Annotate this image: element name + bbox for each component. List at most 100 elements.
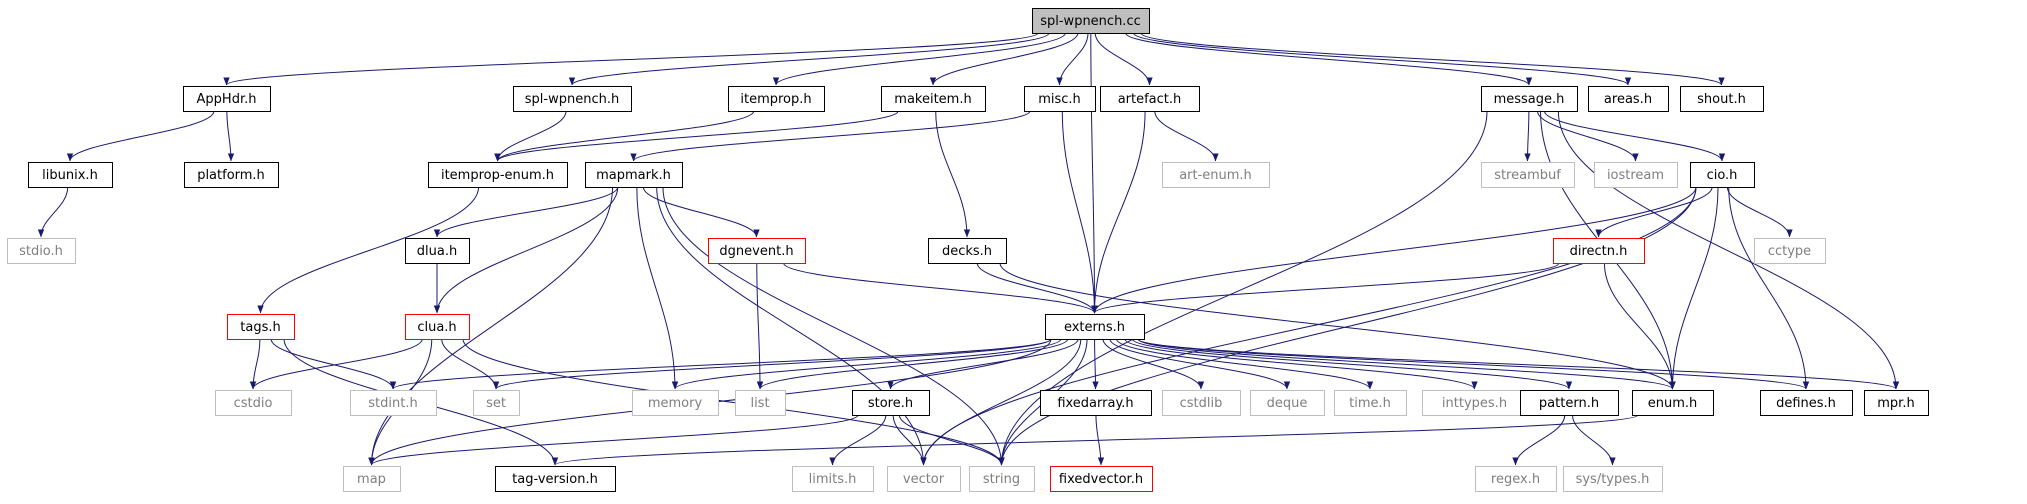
node-box	[1563, 466, 1663, 492]
node-externs-h[interactable]: externs.h	[1045, 314, 1145, 340]
node-sys-types-h[interactable]: sys/types.h	[1563, 466, 1663, 492]
node-itemprop-enum-h[interactable]: itemprop-enum.h	[428, 162, 568, 188]
node-artefact-h[interactable]: artefact.h	[1100, 86, 1200, 112]
node-mpr-h[interactable]: mpr.h	[1864, 390, 1929, 416]
node-label: mapmark.h	[596, 168, 671, 183]
node-label: cio.h	[1707, 168, 1738, 183]
node-makeitem-h[interactable]: makeitem.h	[881, 86, 986, 112]
edge-tags-h-to-cstdio	[249, 338, 261, 390]
node-misc-h[interactable]: misc.h	[1024, 86, 1096, 112]
node-message-h[interactable]: message.h	[1481, 86, 1578, 112]
edge-tags-h-to-stdint-h	[270, 338, 397, 390]
node-label: makeitem.h	[894, 92, 971, 107]
edge-spl-wpnench-cc-to-areas-h	[1133, 32, 1632, 86]
node-box	[28, 162, 113, 188]
node-platform-h[interactable]: platform.h	[184, 162, 279, 188]
edge-mapmark-h-to-clua-h	[433, 186, 619, 314]
node-label: list	[750, 396, 769, 411]
node-shout-h[interactable]: shout.h	[1680, 86, 1764, 112]
node-directn-h[interactable]: directn.h	[1553, 238, 1645, 264]
edge-mapmark-h-to-dlua-h	[433, 186, 619, 238]
node-list[interactable]: list	[735, 390, 786, 416]
node-stdio-h[interactable]: stdio.h	[7, 238, 76, 264]
edge-artefact-h-to-art-enum-h	[1154, 110, 1219, 162]
node-box	[1481, 162, 1575, 188]
edge-externs-h-to-defines-h	[1137, 338, 1809, 390]
edge-externs-h-to-inttypes-h	[1124, 338, 1478, 390]
node-regex-h[interactable]: regex.h	[1475, 466, 1557, 492]
edge-externs-h-to-time-h	[1116, 338, 1374, 390]
node-box	[1162, 390, 1241, 416]
edge-externs-h-to-set	[493, 338, 1052, 390]
node-clua-h[interactable]: clua.h	[405, 314, 470, 340]
node-label: streambuf	[1494, 168, 1561, 183]
node-box	[495, 466, 616, 492]
node-cio-h[interactable]: cio.h	[1690, 162, 1755, 188]
node-box	[1162, 162, 1270, 188]
node-cstdlib[interactable]: cstdlib	[1162, 390, 1241, 416]
edge-spl-wpnench-h-to-itemprop-enum-h	[494, 110, 567, 162]
node-pattern-h[interactable]: pattern.h	[1520, 390, 1619, 416]
node-vector[interactable]: vector	[887, 466, 961, 492]
node-spl-wpnench-cc[interactable]: spl-wpnench.cc	[1032, 8, 1150, 34]
node-box	[1553, 238, 1645, 264]
node-enum-h[interactable]: enum.h	[1632, 390, 1714, 416]
edge-spl-wpnench-cc-to-makeitem-h	[929, 32, 1079, 86]
node-label: stdio.h	[19, 244, 63, 259]
node-box	[215, 390, 292, 416]
node-fixedarray-h[interactable]: fixedarray.h	[1040, 390, 1152, 416]
node-libunix-h[interactable]: libunix.h	[28, 162, 113, 188]
node-label: shout.h	[1697, 92, 1746, 107]
node-box	[1334, 390, 1407, 416]
edge-pattern-h-to-regex-h	[1512, 414, 1566, 466]
node-defines-h[interactable]: defines.h	[1760, 390, 1853, 416]
node-itemprop-h[interactable]: itemprop.h	[728, 86, 825, 112]
node-spl-wpnench-h[interactable]: spl-wpnench.h	[513, 86, 632, 112]
node-label: platform.h	[197, 168, 265, 183]
node-set[interactable]: set	[473, 390, 520, 416]
node-box	[227, 314, 295, 340]
node-tag-version-h[interactable]: tag-version.h	[495, 466, 616, 492]
edge-spl-wpnench-cc-to-message-h	[1125, 32, 1533, 86]
node-store-h[interactable]: store.h	[852, 390, 930, 416]
node-fixedvector-h[interactable]: fixedvector.h	[1050, 466, 1153, 492]
node-dgnevent-h[interactable]: dgnevent.h	[708, 238, 806, 264]
node-memory[interactable]: memory	[632, 390, 719, 416]
node-box	[1032, 8, 1150, 34]
edge-misc-h-to-externs-h	[1061, 110, 1098, 314]
node-dlua-h[interactable]: dlua.h	[405, 238, 470, 264]
edge-apphdr-h-to-libunix-h	[66, 110, 215, 162]
edge-cio-h-to-cctype	[1726, 186, 1793, 238]
node-deque[interactable]: deque	[1250, 390, 1325, 416]
node-tags-h[interactable]: tags.h	[227, 314, 295, 340]
node-streambuf[interactable]: streambuf	[1481, 162, 1575, 188]
node-apphdr-h[interactable]: AppHdr.h	[183, 86, 271, 112]
node-box	[7, 238, 76, 264]
node-box	[881, 86, 986, 112]
edge-decks-h-to-externs-h	[976, 262, 1098, 314]
node-mapmark-h[interactable]: mapmark.h	[585, 162, 683, 188]
edge-spl-wpnench-cc-to-artefact-h	[1094, 32, 1153, 86]
node-string[interactable]: string	[969, 466, 1035, 492]
node-limits-h[interactable]: limits.h	[792, 466, 874, 492]
node-stdint-h[interactable]: stdint.h	[350, 390, 437, 416]
node-cctype[interactable]: cctype	[1754, 238, 1826, 264]
node-map[interactable]: map	[343, 466, 401, 492]
node-label: store.h	[868, 396, 913, 411]
node-label: misc.h	[1038, 92, 1081, 107]
edge-spl-wpnench-cc-to-apphdr-h	[223, 32, 1039, 86]
edge-mapmark-h-to-vector	[656, 186, 927, 466]
node-decks-h[interactable]: decks.h	[928, 238, 1007, 264]
node-box	[632, 390, 719, 416]
node-iostream[interactable]: iostream	[1594, 162, 1678, 188]
node-box	[183, 86, 271, 112]
node-areas-h[interactable]: areas.h	[1588, 86, 1669, 112]
node-label: deque	[1267, 396, 1308, 411]
node-art-enum-h[interactable]: art-enum.h	[1162, 162, 1270, 188]
node-label: fixedarray.h	[1057, 396, 1133, 411]
node-label: memory	[648, 396, 703, 411]
node-time-h[interactable]: time.h	[1334, 390, 1407, 416]
node-cstdio[interactable]: cstdio	[215, 390, 292, 416]
node-inttypes-h[interactable]: inttypes.h	[1422, 390, 1528, 416]
